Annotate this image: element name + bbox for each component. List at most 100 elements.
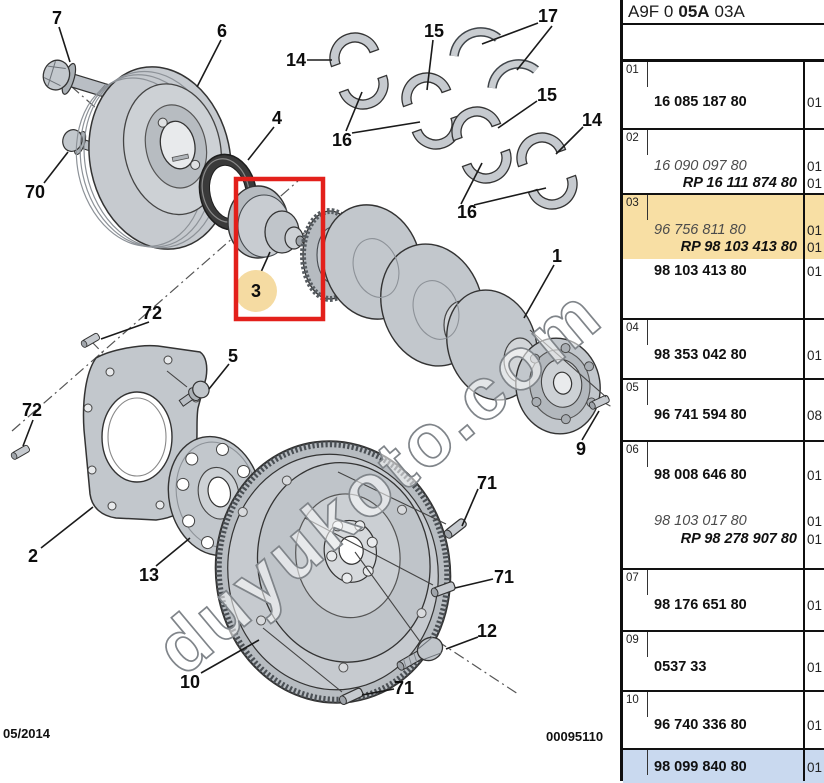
part-qty: 01 [807,159,823,174]
callout-9[interactable]: 9 [575,439,587,459]
part-qty: 01 [807,718,823,733]
row-number: 04 [623,320,648,345]
part-number[interactable]: RP 16 111 874 80 [682,175,797,191]
part-line: RP 16 111 874 80 01 [650,175,824,193]
part-number[interactable]: RP 98 278 907 80 [680,531,797,547]
thrust-washers [449,27,540,89]
callout-17[interactable]: 17 [537,6,559,26]
callout-70[interactable]: 70 [24,182,46,202]
row-number: 07 [623,570,648,595]
part-qty: 01 [807,532,823,547]
part-number[interactable]: 96 756 811 80 [654,222,746,238]
part-line: 98 099 840 80 01 [650,759,824,777]
part-number[interactable]: 98 099 840 80 [654,759,747,775]
table-row-07[interactable]: 07 98 176 651 80 01 [623,568,824,630]
part-qty: 01 [807,468,823,483]
callout-10[interactable]: 10 [179,672,201,692]
part-line: 98 103 413 80 01 [650,263,824,281]
part-number[interactable]: 98 176 651 80 [654,597,747,613]
part-line: 98 353 042 80 01 [650,347,824,365]
part-number[interactable]: 98 008 646 80 [654,467,747,483]
row-number [623,750,648,775]
part-number[interactable]: 96 741 594 80 [654,407,747,423]
part-number[interactable]: 96 740 336 80 [654,717,747,733]
part-qty: 01 [807,264,823,279]
part-qty: 01 [807,240,823,255]
callout-13[interactable]: 13 [138,565,160,585]
callout-16[interactable]: 16 [456,202,478,222]
part-number[interactable]: 98 103 413 80 [654,263,747,279]
callout-71[interactable]: 71 [493,567,515,587]
part-number[interactable]: 98 353 042 80 [654,347,747,363]
callout-15[interactable]: 15 [423,21,445,41]
table-row-04[interactable]: 04 98 353 042 80 01 [623,318,824,378]
row-number: 03 [623,195,648,220]
callout-2[interactable]: 2 [27,546,39,566]
part-line: 98 176 651 80 01 [650,597,824,615]
row-number: 02 [623,130,648,155]
code-suffix: 03A [714,2,745,21]
part-number[interactable]: 0537 33 [654,659,707,675]
part-number[interactable]: 98 103 017 80 [654,513,747,529]
callout-14[interactable]: 14 [285,50,307,70]
callout-71[interactable]: 71 [393,678,415,698]
highlight-box [233,176,326,322]
callout-72[interactable]: 72 [141,303,163,323]
callout-1[interactable]: 1 [551,246,563,266]
part-qty: 01 [807,598,823,613]
empty-header-band [623,25,824,62]
row-highlight-orange [623,195,824,259]
row-highlight-blue [623,750,824,783]
callout-15[interactable]: 15 [536,85,558,105]
part-qty: 01 [807,348,823,363]
part-line: 0537 33 01 [650,659,824,677]
part-number[interactable]: RP 98 103 413 80 [680,239,797,255]
qty-column-divider [803,62,805,781]
part-number[interactable]: 16 090 097 80 [654,158,747,174]
timing-sprocket [227,185,319,259]
part-line: RP 98 278 907 80 01 [650,531,824,549]
bolt-12 [396,636,444,671]
assembly-lines [166,329,607,693]
code-prefix: A9F 0 [628,2,674,21]
part-line: 96 740 336 80 01 [650,717,824,735]
callout-16[interactable]: 16 [331,130,353,150]
code-bold: 05A [678,2,710,21]
callout-7[interactable]: 7 [51,8,63,28]
crankshaft-pulley [75,66,232,250]
part-line: 98 008 646 80 01 [650,467,824,485]
part-line: RP 98 103 413 80 01 [650,239,824,257]
part-qty: 01 [807,514,823,529]
callout-4[interactable]: 4 [271,108,283,128]
callout-6[interactable]: 6 [216,21,228,41]
part-qty: 01 [807,176,823,191]
callout-14[interactable]: 14 [581,110,603,130]
callout-71[interactable]: 71 [476,473,498,493]
part-number[interactable]: 16 085 187 80 [654,94,747,110]
callout-72[interactable]: 72 [21,400,43,420]
crankshaft [300,204,601,435]
callout-leader-lines [22,22,600,696]
callout-3[interactable]: 3 [250,281,262,301]
callout-12[interactable]: 12 [476,621,498,641]
part-qty: 01 [807,660,823,675]
diagram-canvas: duyukoto.com [9,22,618,707]
part-qty: 01 [807,760,823,775]
exploded-view-diagram: duyukoto.com 7 6 14 15 17 15 14 16 16 4 70 3 1 9 72 72 5… [3,6,618,744]
callout-5[interactable]: 5 [227,346,239,366]
callout-3-highlight [235,270,277,312]
table-row-selected[interactable]: 98 099 840 80 01 [623,748,824,783]
dowel-72a [79,332,101,349]
table-row-02[interactable]: 02 16 090 097 80 01 RP 16 111 874 80 01 [623,128,824,193]
